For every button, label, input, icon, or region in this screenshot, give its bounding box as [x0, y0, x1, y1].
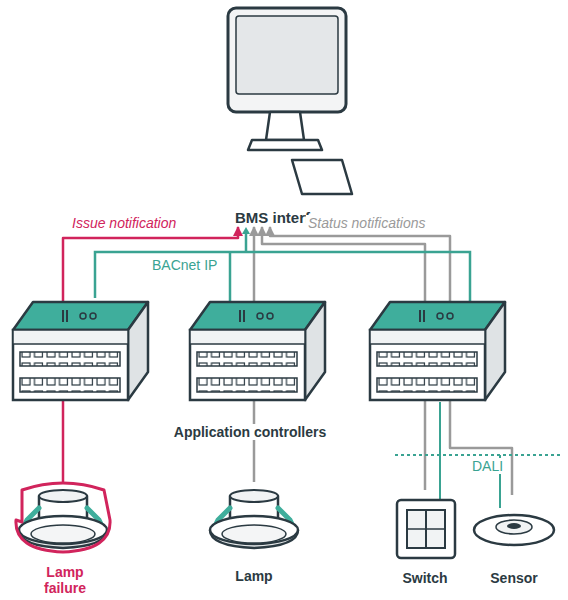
device-node: Switch [385, 490, 465, 586]
bus-label: BACnet IP [150, 257, 219, 273]
node-label: Lamp [235, 568, 272, 584]
node-label: Lamp failure [30, 564, 100, 596]
device-node: Lamp failure [10, 482, 120, 596]
node-label: Switch [402, 570, 447, 586]
device-node: Lamp [199, 482, 309, 584]
notification-label: Status notifications [306, 215, 428, 231]
node-label: Sensor [490, 570, 537, 586]
edge-label: Issue notification [70, 215, 178, 231]
device-node: Sensor [470, 495, 558, 586]
group-label: Application controllers [172, 424, 328, 440]
bus-label: DALI [470, 458, 505, 474]
